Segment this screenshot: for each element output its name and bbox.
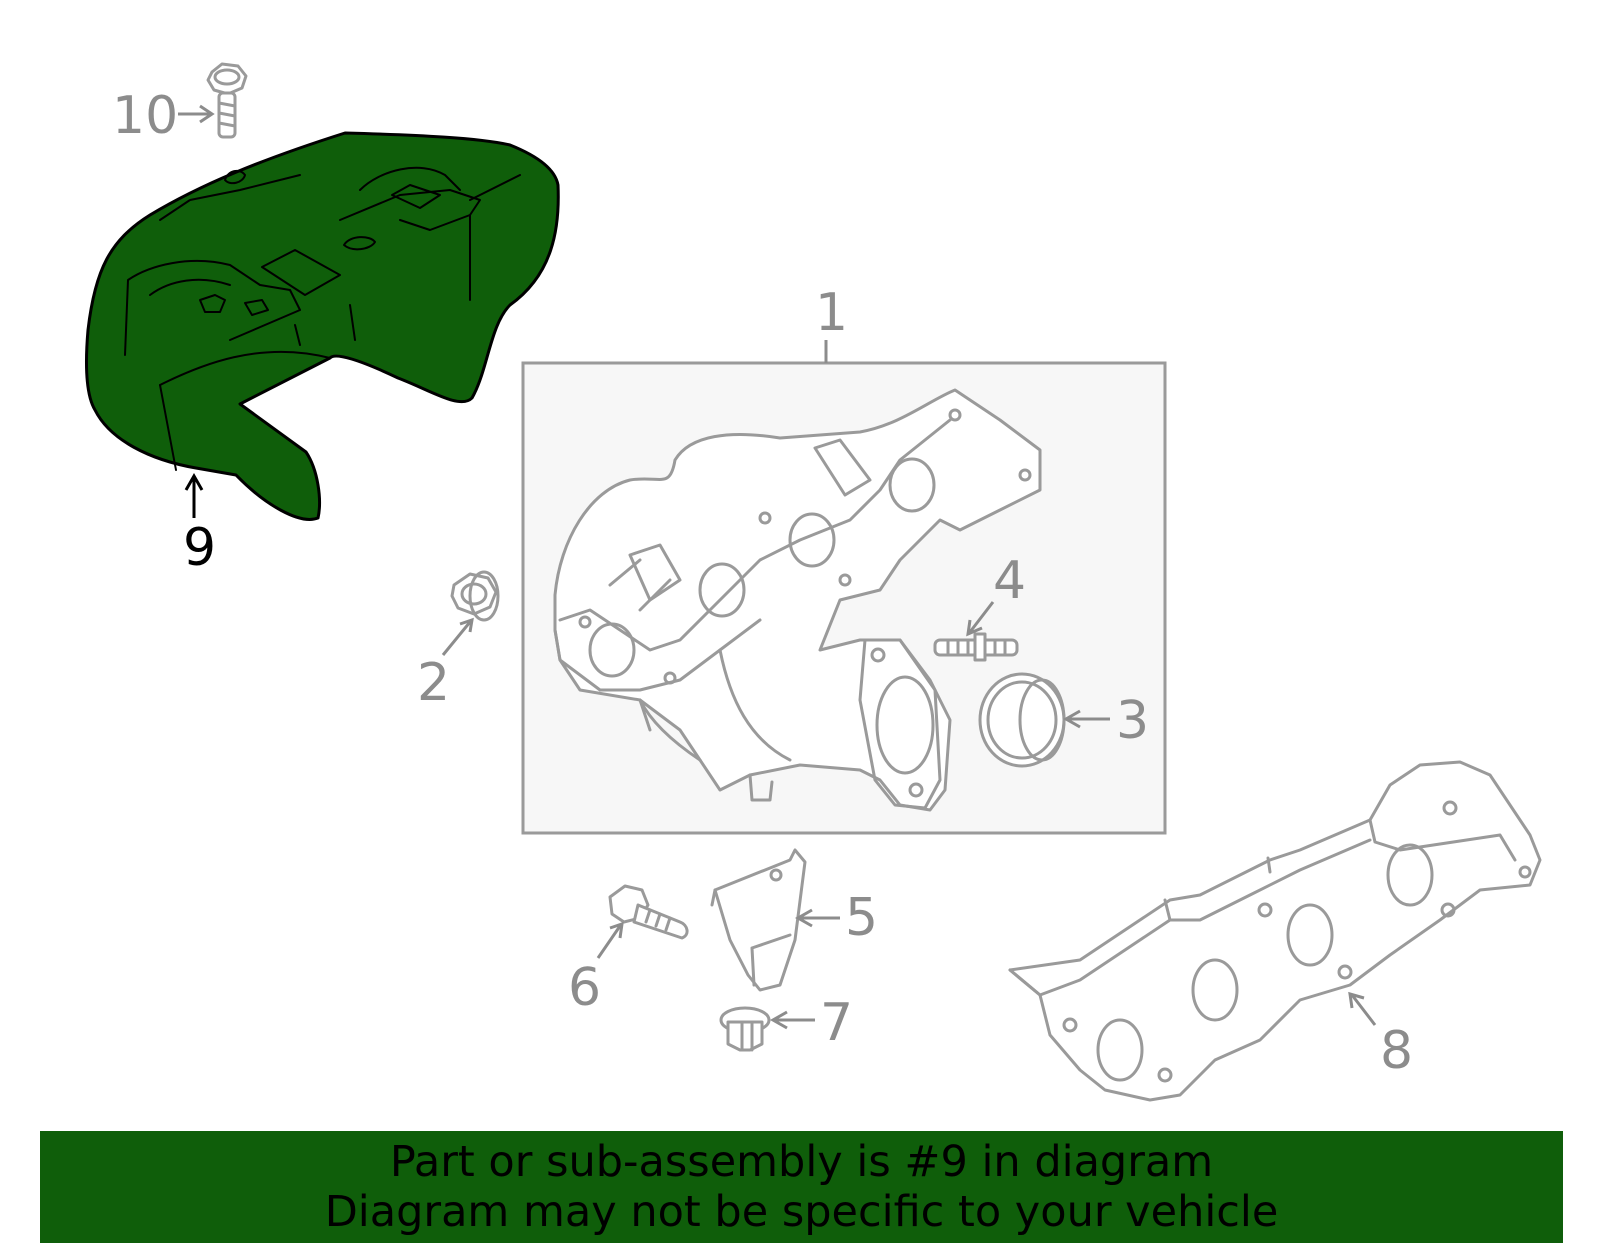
leader-2 (441, 617, 474, 656)
callout-8: 8 (1380, 1021, 1413, 1081)
part-10-bolt[interactable] (206, 62, 248, 139)
leader-8 (1348, 991, 1377, 1026)
callout-1: 1 (815, 283, 848, 343)
part-6-flange-bolt[interactable] (608, 884, 689, 940)
leader-10 (178, 104, 215, 124)
callout-5: 5 (845, 888, 878, 948)
callout-2: 2 (417, 653, 450, 713)
callout-6: 6 (568, 958, 601, 1018)
callout-7: 7 (820, 993, 853, 1053)
callout-4: 4 (993, 551, 1026, 611)
part-7-flange-nut[interactable] (719, 1006, 771, 1052)
leader-6 (596, 921, 624, 959)
leader-7 (769, 1010, 815, 1030)
callout-10: 10 (112, 86, 178, 146)
leader-4 (966, 601, 995, 637)
part-8-manifold-gasket[interactable] (1008, 760, 1542, 1102)
part-3-gasket-ring[interactable] (978, 672, 1066, 768)
leader-5 (794, 908, 840, 928)
leader-9 (184, 472, 204, 518)
banner-line-2: Diagram may not be specific to your vehi… (324, 1187, 1279, 1237)
part-9-heat-shield[interactable] (84, 131, 560, 521)
info-banner: Part or sub-assembly is #9 in diagram Di… (40, 1131, 1563, 1243)
part-1-exhaust-manifold[interactable] (553, 388, 1042, 812)
callout-9: 9 (183, 518, 216, 578)
part-4-stud[interactable] (933, 632, 1019, 662)
part-5-bracket[interactable] (710, 848, 807, 992)
leader-3 (1062, 709, 1110, 729)
callout-3: 3 (1116, 691, 1149, 751)
part-2-nut[interactable] (450, 570, 500, 622)
banner-line-1: Part or sub-assembly is #9 in diagram (389, 1137, 1214, 1187)
